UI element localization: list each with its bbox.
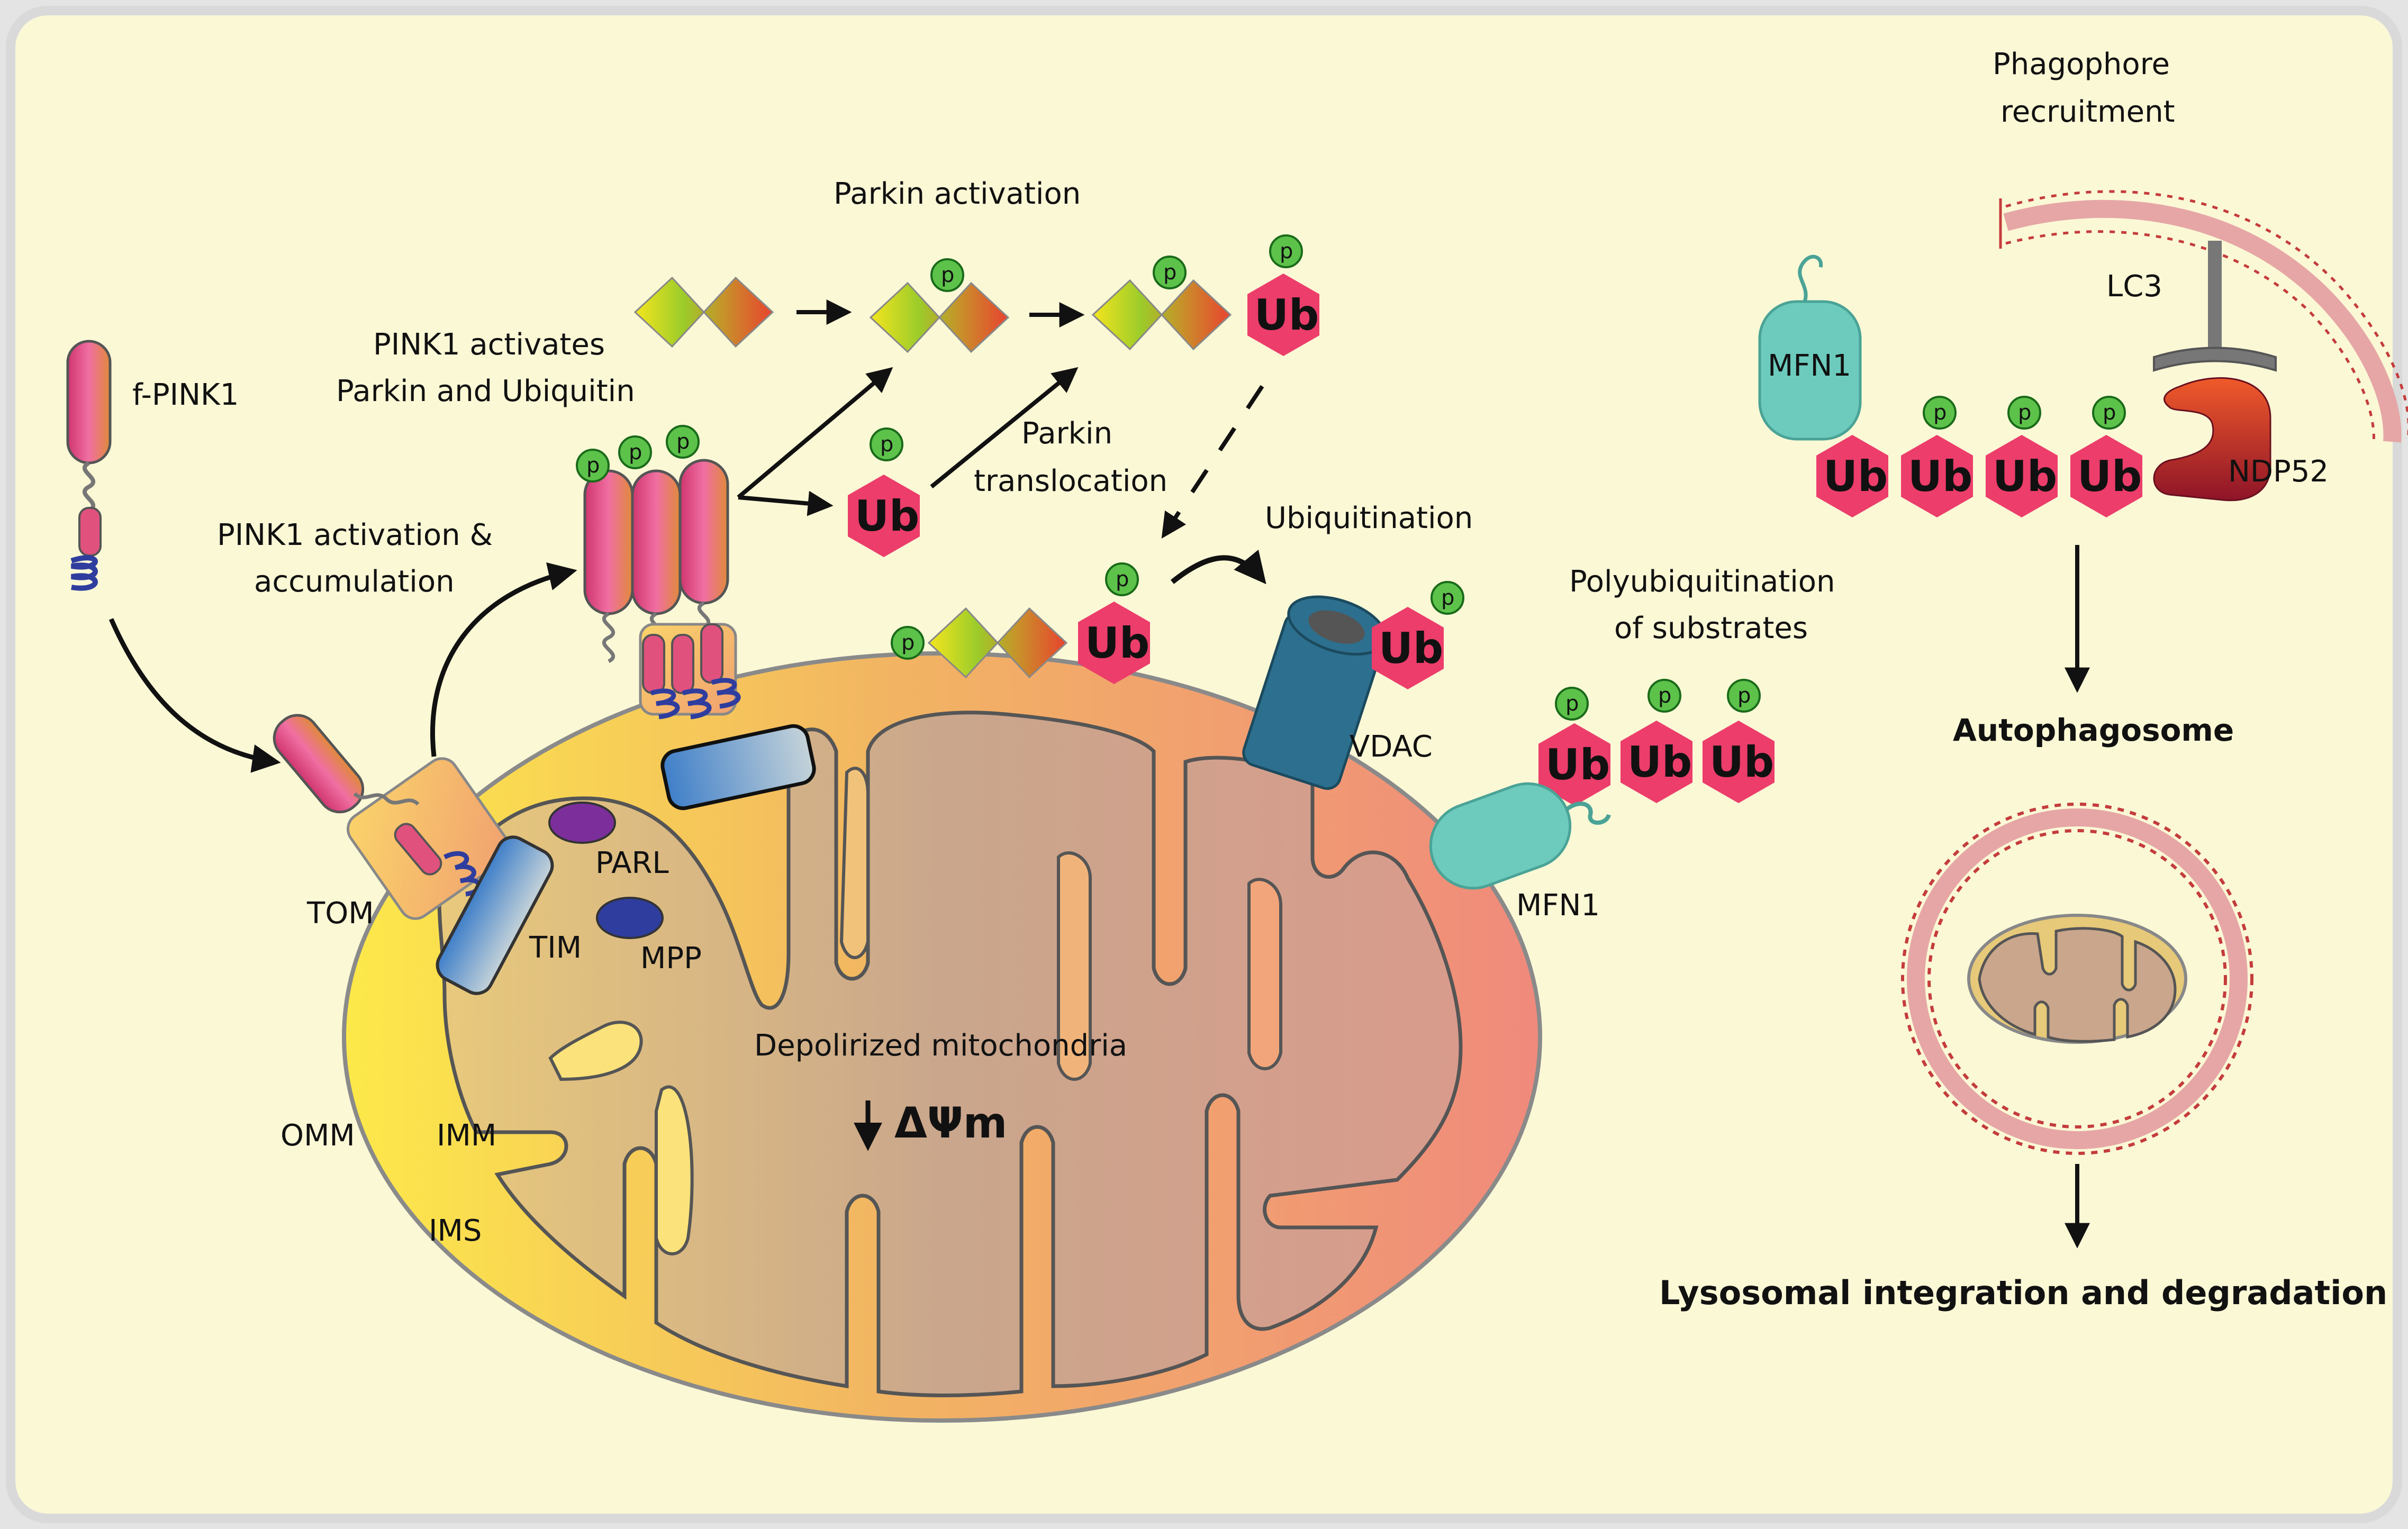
arrow (430, 562, 577, 757)
parl-protein (548, 802, 616, 844)
ub-label: Ub (1379, 624, 1443, 673)
crista (655, 1085, 694, 1255)
label-pink1-activates: PINK1 activates Parkin and Ubiquitin (336, 327, 635, 408)
phospho-label: p (2018, 401, 2031, 425)
helix-icon (650, 688, 680, 720)
label-vdac: VDAC (1350, 730, 1433, 764)
crista (548, 1021, 643, 1081)
parkin-phospho (869, 281, 1010, 353)
label-tom: TOM (306, 896, 374, 931)
label-depolarized: Depolirized mitochondria (754, 1029, 1127, 1063)
tim-complex (436, 835, 554, 995)
ub-label: Ub (2077, 452, 2142, 501)
phospho-label: p (1116, 567, 1129, 591)
ub-label: Ub (855, 492, 919, 541)
ub-label: Ub (1993, 452, 2057, 501)
ub-label: Ub (1709, 738, 1774, 787)
arrow (930, 367, 1079, 489)
phospho-label: p (2103, 401, 2116, 425)
phospho-label: p (1658, 684, 1671, 708)
label-pink1-activation: PINK1 activation & accumulation (217, 518, 502, 599)
ub-label: Ub (1627, 738, 1692, 787)
ndp52 (2153, 377, 2271, 502)
mpp-protein (596, 897, 664, 939)
ub-label: Ub (1254, 290, 1319, 340)
mfn1-tail (1798, 254, 1823, 303)
helix-icon (70, 555, 98, 591)
phagophore-membrane (1999, 190, 2408, 445)
label-polyubiquitination: Polyubiquitination of substrates (1569, 565, 1844, 645)
f-pink1 (66, 340, 112, 591)
crista (839, 767, 870, 959)
arrow (108, 618, 281, 773)
pink1-accumulation (583, 459, 816, 811)
label-mfn1: MFN1 (1516, 888, 1600, 923)
label-ubiquitination: Ubiquitination (1265, 501, 1473, 535)
label-parkin-translocation: Parkin translocation (974, 416, 1167, 498)
phospho-label: p (1565, 691, 1579, 716)
label-delta-psi: ΔΨm (894, 1098, 1007, 1148)
phospho-label: p (1163, 260, 1176, 285)
phospho-label: p (1280, 239, 1293, 263)
phospho-label: p (1933, 401, 1947, 425)
label-autophagosome: Autophagosome (1953, 712, 2234, 748)
label-tim: TIM (529, 931, 582, 965)
arrow (1170, 549, 1266, 585)
label-omm: OMM (280, 1118, 355, 1153)
label-phagophore: Phagophore recruitment (1993, 47, 2179, 129)
ub-label: Ub (1545, 740, 1610, 789)
label-parkin-activation: Parkin activation (834, 177, 1081, 211)
vdac-channel (1242, 595, 1387, 790)
phospho-label: p (586, 453, 600, 478)
mitochondrion (342, 651, 1542, 1423)
parkin-membrane (927, 607, 1068, 679)
autophagosome (1901, 803, 2253, 1155)
label-parl: PARL (595, 846, 669, 880)
tom-complex (273, 714, 511, 920)
lc3-stalk (2208, 241, 2222, 357)
phospho-label: p (1441, 586, 1454, 610)
phospho-label: p (941, 263, 954, 287)
lc3-cap (2153, 347, 2277, 372)
label-mpp: MPP (640, 941, 702, 976)
label-ims: IMS (429, 1214, 482, 1248)
phospho-label: p (629, 440, 642, 465)
phospho-label: p (1737, 684, 1751, 708)
arrow (737, 367, 893, 499)
parkin-active (1091, 279, 1232, 351)
label-imm: IMM (437, 1118, 496, 1153)
helix-icon (682, 688, 712, 720)
label-mfn1-top: MFN1 (1768, 349, 1851, 383)
mfn1-membrane (1429, 782, 1611, 890)
parkin-inactive (633, 276, 774, 348)
crista (1057, 851, 1092, 1081)
phospho-label: p (676, 430, 690, 454)
label-lc3: LC3 (2106, 269, 2162, 304)
ub-label: Ub (1085, 618, 1149, 668)
arrow (738, 490, 834, 516)
label-ndp52: NDP52 (2228, 454, 2329, 489)
label-lysosomal: Lysosomal integration and degradation (1659, 1273, 2387, 1312)
ub-label: Ub (1908, 452, 1972, 501)
ub-label: Ub (1823, 452, 1888, 501)
phospho-label: p (880, 432, 893, 457)
phospho-label: p (901, 631, 915, 655)
mfn1-top (1758, 300, 1862, 441)
crista (1247, 878, 1282, 1070)
helix-icon (711, 678, 741, 709)
label-f-pink1: f-PINK1 (132, 378, 239, 412)
